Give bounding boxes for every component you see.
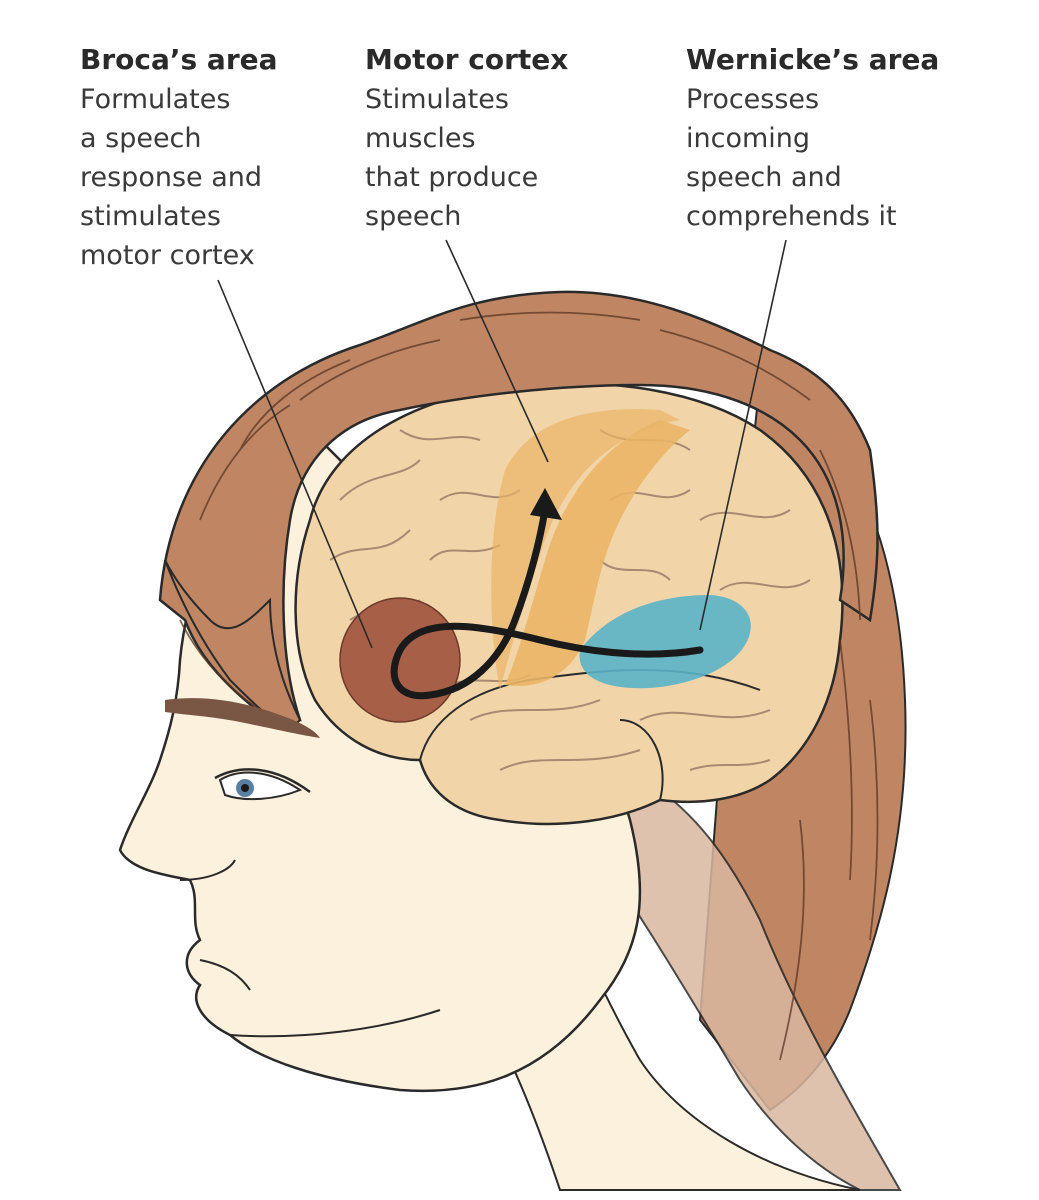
broca-desc-line: Formulates [80,84,231,115]
eye [214,768,311,801]
motor-cortex-desc-line: Stimulates [365,84,509,115]
motor-cortex-desc-line: speech [365,201,462,232]
wernicke-region [579,595,751,689]
motor-cortex-band [491,409,680,690]
facial-lines [179,859,441,1038]
wernicke-desc-line: speech and [686,162,842,193]
eyebrow [165,698,320,738]
wernicke-desc-line: comprehends it [686,201,897,232]
hair-side [164,559,302,732]
wernicke-title: Wernicke’s area [686,43,940,76]
broca-desc-line: motor cortex [80,240,255,271]
broca-label: Broca’s area Formulates a speech respons… [80,40,278,275]
wernicke-desc-line: Processes [686,84,820,115]
motor-cortex-label: Motor cortex Stimulates muscles that pro… [365,40,568,236]
wernicke-desc-line: incoming [686,123,811,154]
broca-title: Broca’s area [80,43,278,76]
broca-leader-line [217,279,373,649]
hair-top [158,290,879,722]
speech-pathway [390,506,704,700]
wernicke-label: Wernicke’s area Processes incoming speec… [686,40,939,236]
motor-cortex-region [505,420,690,686]
broca-desc-line: a speech [80,123,202,154]
motor-cortex-desc-line: that produce [365,162,539,193]
ear [619,719,664,801]
pathway-arrowhead [530,488,562,520]
neck-shadow [558,788,902,1191]
motor-cortex-desc-line: muscles [365,123,476,154]
wernicke-leader-line [699,239,787,631]
broca-desc-line: response and [80,162,263,193]
motor-cortex-leader-line [445,239,549,463]
motor-cortex-title: Motor cortex [365,43,569,76]
broca-desc-line: stimulates [80,201,221,232]
